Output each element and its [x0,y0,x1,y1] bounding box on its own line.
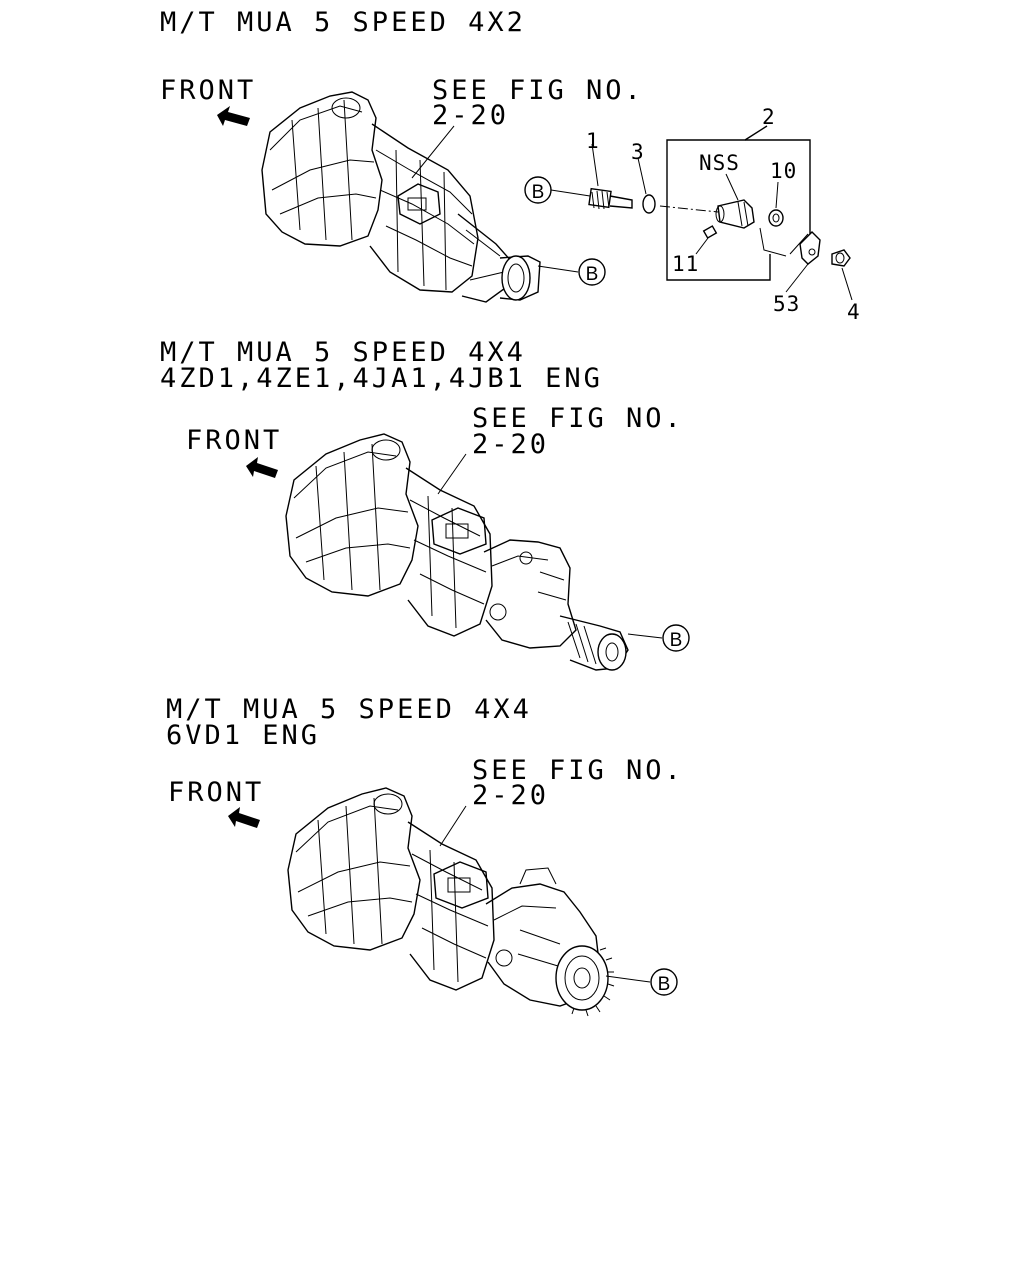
svg-text:B: B [586,264,599,285]
section3-fig-number: 2-20 [472,780,550,811]
front-arrow-icon [228,807,260,828]
part-number-4: 4 [847,300,861,324]
callout-b-3: B [651,969,677,995]
section1-front-label: FRONT [160,75,257,106]
section2-engines: 4ZD1,4ZE1,4JA1,4JB1 ENG [160,363,603,394]
section2-front-label: FRONT [186,425,283,456]
svg-text:B: B [532,182,545,203]
speed-sensor-detail: B [525,126,852,300]
section1-title: M/T MUA 5 SPEED 4X2 [160,7,526,38]
nut-part-10 [769,182,783,226]
svg-text:B: B [670,630,683,651]
transmission-4x4-4cyl-illustration [286,434,662,670]
transmission-4x2-illustration [262,92,578,302]
part-number-2: 2 [762,105,776,129]
front-arrow-icon [217,106,250,126]
o-ring-part-3 [638,158,655,213]
nss-label: NSS [699,151,740,175]
section2-title: M/T MUA 5 SPEED 4X4 [160,337,526,368]
callout-b-1: B [579,259,605,285]
bracket-part-53 [786,232,820,292]
output-flange [556,946,614,1016]
callout-b-2: B [663,625,689,651]
bolt-part-4 [832,250,852,300]
nss-speed-sensor [716,174,754,228]
transmission-4x4-6vd1-illustration [288,788,650,1016]
part-number-1: 1 [586,129,600,153]
part-number-53: 53 [773,292,801,316]
part-number-11: 11 [672,252,700,276]
part-number-10: 10 [770,159,798,183]
section3-see-fig-label: SEE FIG NO. [472,755,684,786]
section1-see-fig-label: SEE FIG NO. [432,75,644,106]
section2-fig-number: 2-20 [472,429,550,460]
section2-see-fig-label: SEE FIG NO. [472,403,684,434]
front-arrow-icon [246,457,278,478]
pin-part-11 [696,226,716,254]
part-number-3: 3 [631,140,645,164]
driven-gear-part-1 [589,144,632,209]
svg-text:B: B [658,974,671,995]
section3-front-label: FRONT [168,777,265,808]
section3-title: M/T MUA 5 SPEED 4X4 [166,694,532,725]
section1-fig-number: 2-20 [432,100,510,131]
section3-engine: 6VD1 ENG [166,720,321,751]
